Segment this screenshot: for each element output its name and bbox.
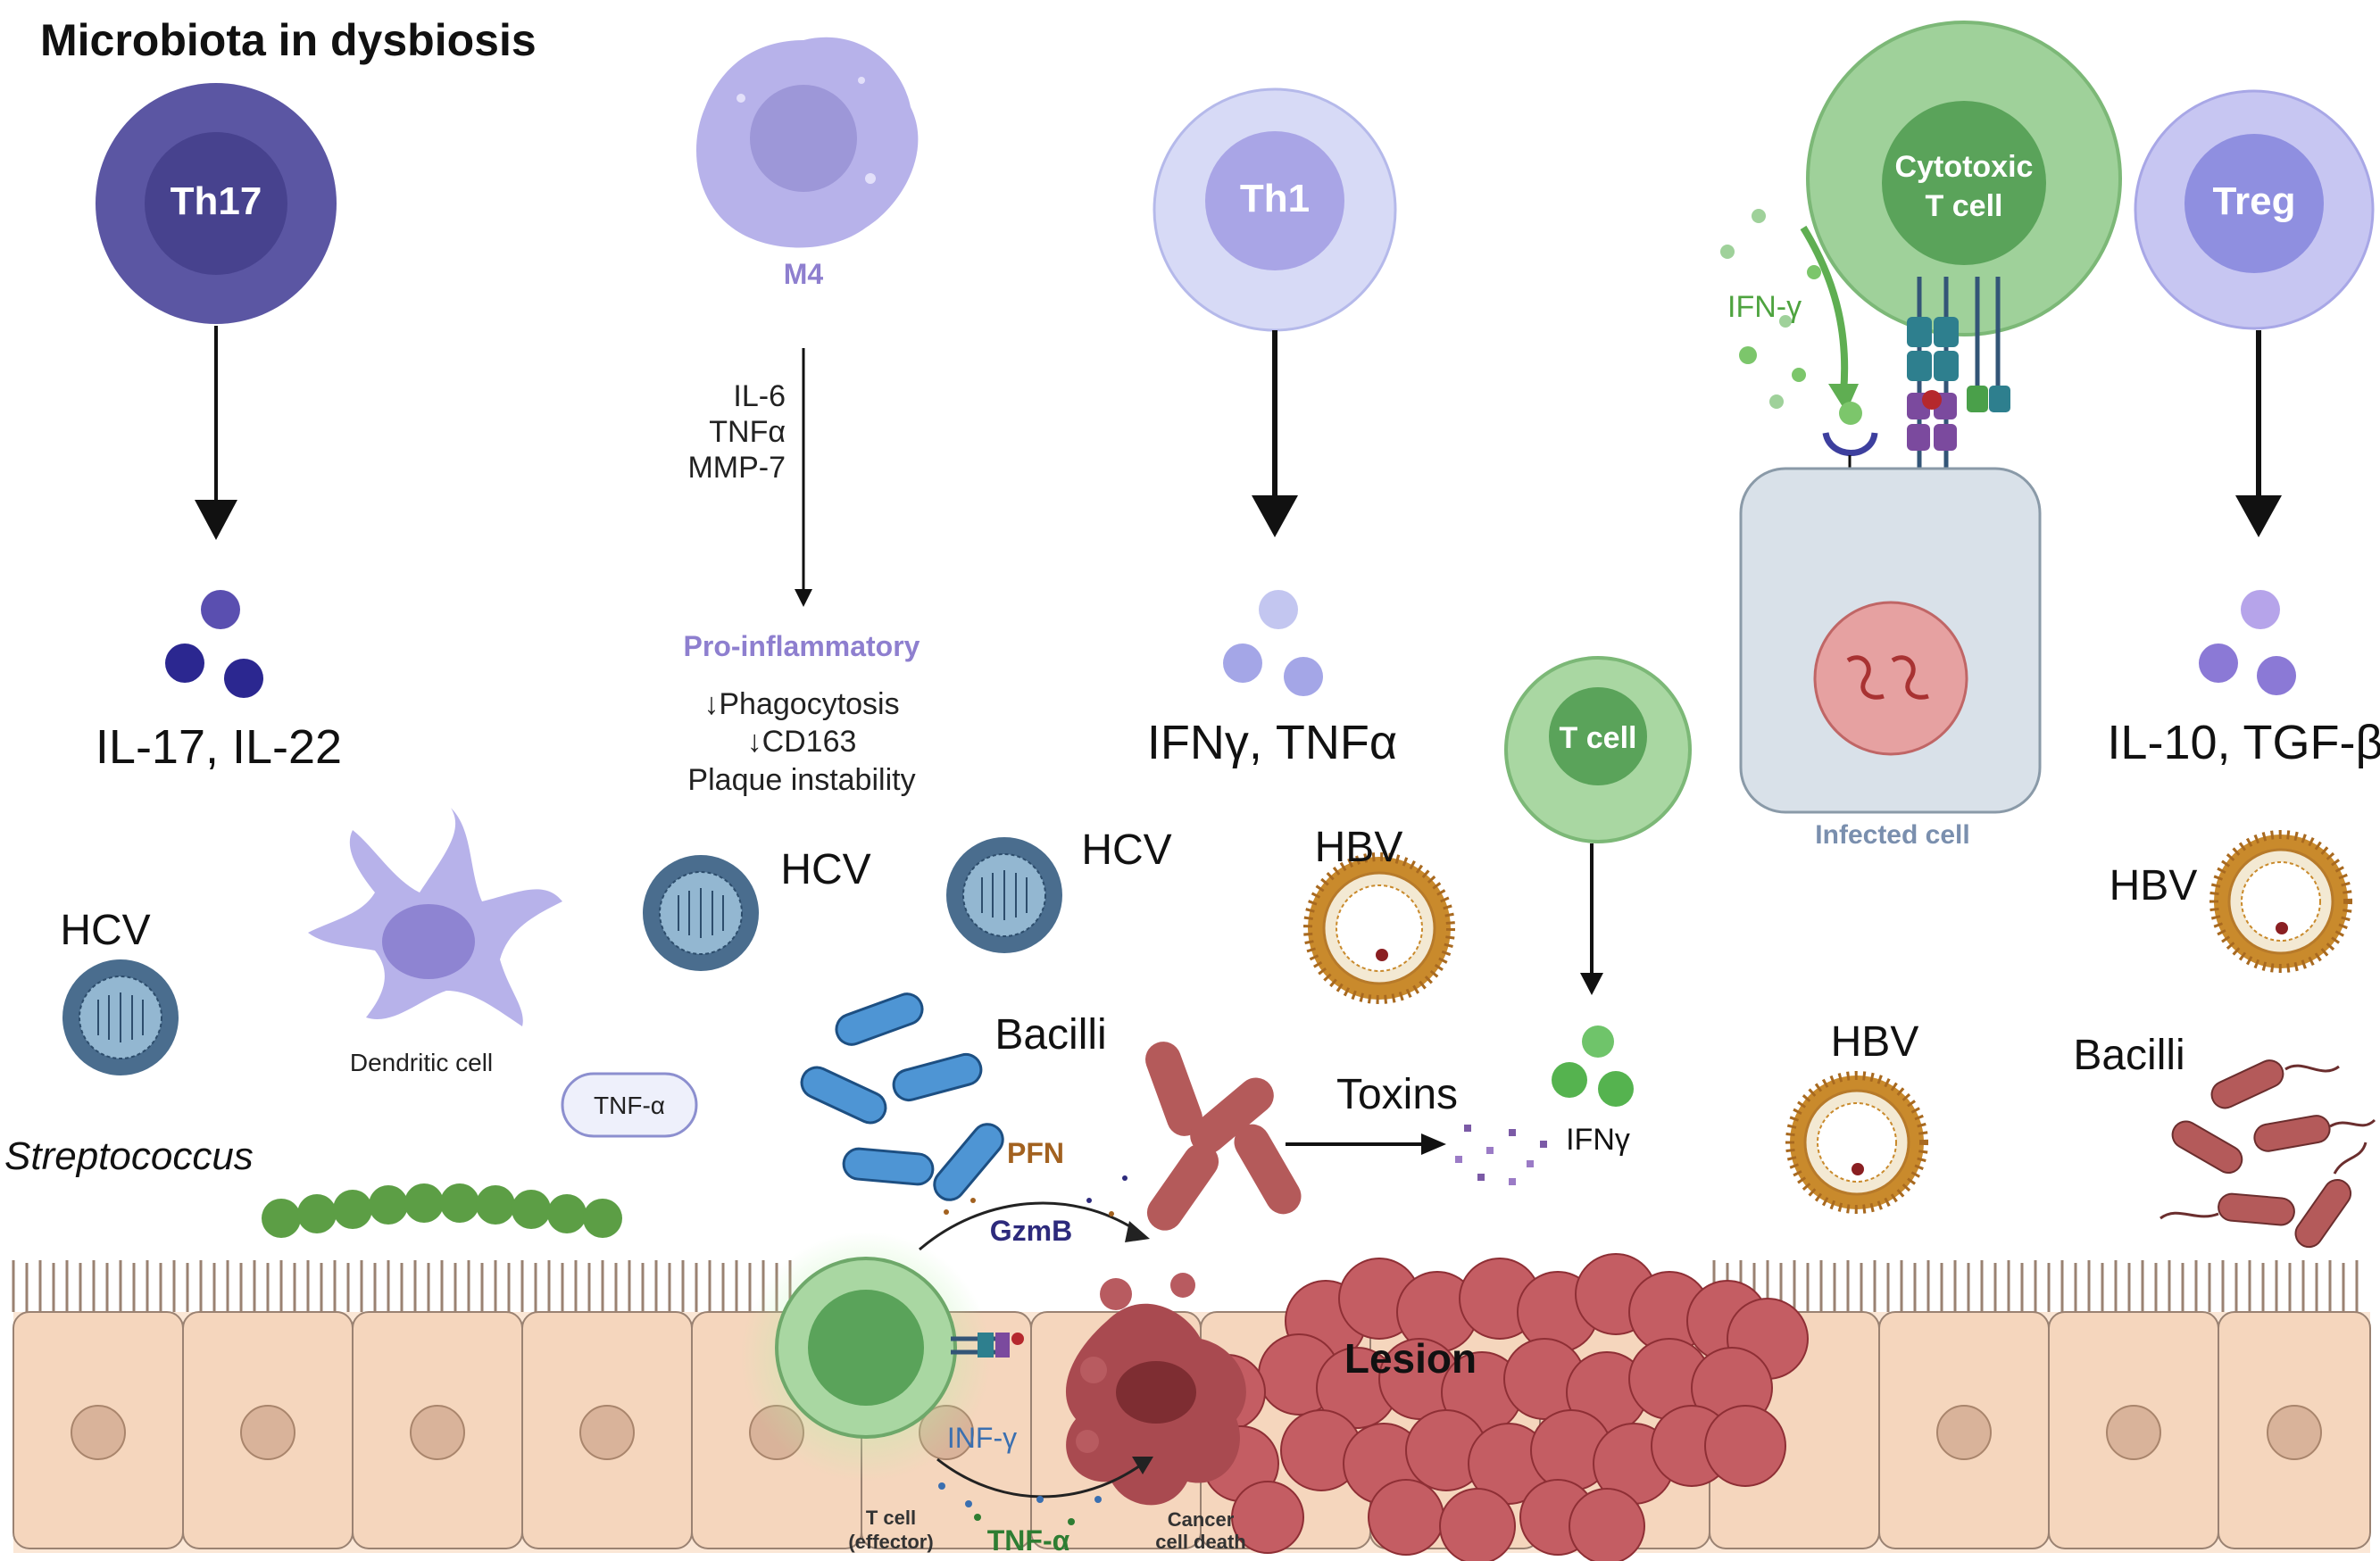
treg-cytokines: IL-10, TGF-β: [2107, 716, 2380, 769]
lesion-mass: [1189, 1253, 1809, 1561]
bacilli-label-center: Bacilli: [994, 1011, 1106, 1059]
hcv-virus-center: [946, 837, 1062, 953]
m4-label: M4: [784, 258, 824, 290]
infected-cell-label: Infected cell: [1815, 820, 1969, 850]
tcell-ifn-label: IFNγ: [1566, 1123, 1630, 1157]
cancer-label-2: cell death: [1155, 1531, 1245, 1553]
lesion-label: Lesion: [1344, 1335, 1477, 1382]
cancer-cell-death: [1065, 1273, 1246, 1506]
hbv-label-lower: HBV: [1831, 1018, 1919, 1066]
hcv-virus-left: [62, 959, 179, 1075]
effect-cd163: ↓CD163: [747, 725, 857, 759]
effector-label-1: T cell: [866, 1507, 916, 1529]
treg-cytokine-beads: [2199, 590, 2296, 695]
th17-label: Th17: [171, 179, 262, 223]
bacilli-label-right: Bacilli: [2073, 1032, 2184, 1079]
hbv-virus-center: [1303, 852, 1455, 1004]
cytotoxic-t-cell: Cytotoxic T cell: [1806, 21, 2122, 336]
toxin-particles: [1455, 1125, 1547, 1185]
dendritic-cell: [308, 808, 562, 1026]
effector-receptor: [951, 1333, 1024, 1358]
pro-inflammatory-label: Pro-inflammatory: [684, 630, 920, 662]
bacilli-red-cluster-right: [2159, 1059, 2376, 1249]
effect-phagocytosis: ↓Phagocytosis: [703, 687, 899, 721]
m4-secreted-tnfa: TNFα: [709, 415, 786, 449]
streptococcus-label: Streptococcus: [4, 1134, 254, 1178]
treg-label: Treg: [2213, 179, 2296, 223]
tnf-alpha-bottom-label: TNF-α: [987, 1524, 1070, 1557]
bacilli-red-cluster-center: [1145, 1042, 1302, 1231]
hcv-label-left: HCV: [60, 907, 150, 954]
hcv-label-center-left: HCV: [780, 846, 870, 893]
t-cell: T cell: [1504, 656, 1692, 843]
dendritic-cell-label: Dendritic cell: [350, 1049, 493, 1076]
t-cell-label: T cell: [1560, 721, 1637, 755]
effect-plaque: Plaque instability: [687, 763, 915, 797]
infected-cell: [1739, 467, 2042, 814]
toxins-label: Toxins: [1336, 1071, 1458, 1118]
hcv-virus-center-left: [643, 855, 759, 971]
tnf-alpha-badge-text: TNF-α: [594, 1092, 665, 1119]
il17-cytokine-beads: [165, 590, 263, 698]
cytotoxic-label-1: Cytotoxic: [1895, 150, 2034, 184]
m4-secreted-mmp7: MMP-7: [687, 451, 786, 485]
th17-cytokines: IL-17, IL-22: [96, 720, 342, 774]
ifn-gamma-droplets: [1720, 209, 1821, 409]
th1-label: Th1: [1240, 177, 1310, 220]
streptococcus-chain: [262, 1183, 622, 1238]
tcr-receptors: [1907, 277, 2010, 473]
tnf-alpha-badge: TNF-α: [561, 1072, 698, 1138]
hbv-label-center: HBV: [1315, 824, 1403, 871]
m4-macrophage: [696, 37, 919, 248]
m4-secreted-il6: IL-6: [733, 379, 786, 413]
inf-gamma-label: INF-γ: [947, 1422, 1017, 1454]
treg-cell: Treg: [2134, 89, 2375, 330]
pfn-gzmb-particles: [944, 1175, 1128, 1216]
diagram-title: Microbiota in dysbiosis: [40, 15, 537, 65]
tcell-ifn-beads: [1552, 1025, 1634, 1107]
th1-cell: Th1: [1153, 87, 1397, 332]
hcv-label-center: HCV: [1081, 826, 1171, 874]
hbv-virus-lower: [1785, 1071, 1928, 1214]
hbv-label-right: HBV: [2110, 862, 2198, 909]
ifn-gamma-ctl-label: IFN-γ: [1727, 290, 1802, 324]
cytotoxic-label-2: T cell: [1926, 189, 2003, 223]
th1-cytokines: IFNγ, TNFα: [1147, 716, 1397, 769]
hbv-virus-right: [2209, 830, 2352, 973]
effector-t-cell: [775, 1257, 957, 1439]
inf-tnf-particles: [938, 1482, 1102, 1525]
cancer-label-1: Cancer: [1168, 1508, 1235, 1531]
th17-cell: Th17: [96, 83, 337, 324]
th1-cytokine-beads: [1223, 590, 1323, 696]
bacilli-blue-cluster: [800, 992, 1004, 1201]
gzmb-label: GzmB: [990, 1215, 1072, 1247]
pfn-label: PFN: [1007, 1137, 1064, 1169]
effector-label-2: (effector): [848, 1531, 933, 1553]
